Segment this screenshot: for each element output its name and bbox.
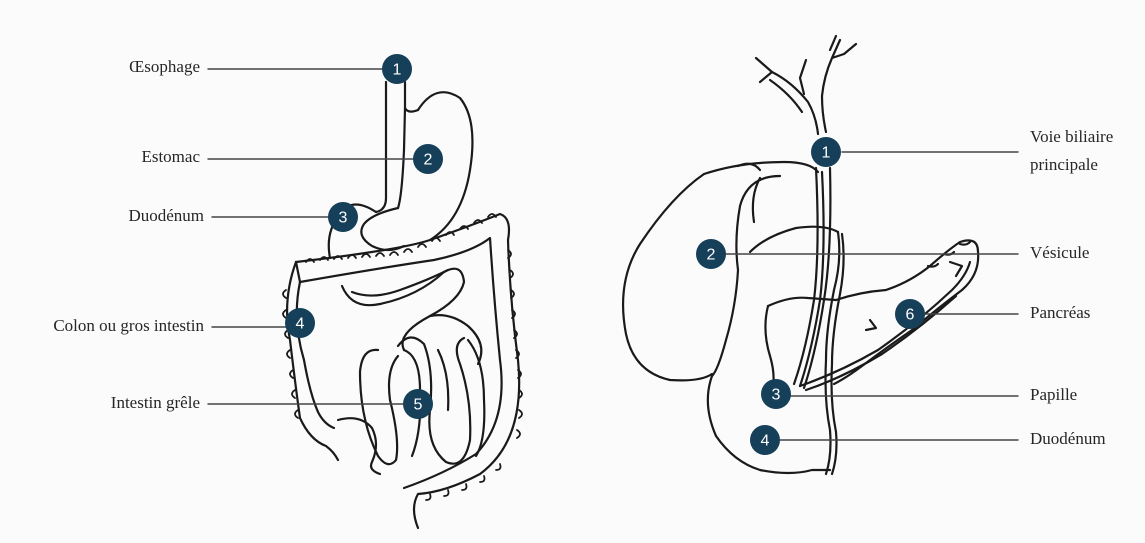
esophagus: [376, 82, 418, 212]
marker-colon: 4: [285, 308, 315, 338]
marker-esophagus-number: 1: [393, 62, 402, 79]
marker-colon-number: 4: [296, 316, 305, 333]
colon-haustra: [283, 214, 522, 500]
label-duodenum-right: Duodénum: [1030, 429, 1106, 449]
marker-bile-duct-number: 1: [822, 145, 831, 162]
marker-papilla-number: 3: [772, 387, 781, 404]
label-colon: Colon ou gros intestin: [53, 316, 204, 336]
label-pancreas: Pancréas: [1030, 303, 1090, 323]
label-bile-duct-line1: Voie biliaire: [1030, 127, 1113, 147]
common-bile-duct: [794, 168, 830, 388]
marker-duodenum: 3: [328, 202, 358, 232]
label-gallbladder: Vésicule: [1030, 243, 1089, 263]
label-esophagus: Œsophage: [129, 57, 200, 77]
marker-duodenum-number: 3: [339, 210, 348, 227]
label-small-intestine: Intestin grêle: [111, 393, 200, 413]
small-intestine: [338, 269, 484, 474]
liver-outline: [623, 162, 818, 380]
bile-duct-branches: [756, 36, 856, 134]
marker-duodenum-right: 4: [750, 425, 780, 455]
right-markers: 1 2 6 3 4: [696, 137, 925, 455]
marker-bile-duct: 1: [811, 137, 841, 167]
label-duodenum: Duodénum: [128, 206, 204, 226]
marker-small-intestine: 5: [403, 389, 433, 419]
label-bile-duct: Voie biliaire principale: [1030, 127, 1113, 175]
marker-stomach: 2: [413, 144, 443, 174]
marker-gallbladder-number: 2: [707, 247, 716, 264]
label-papilla: Papille: [1030, 385, 1077, 405]
marker-pancreas-number: 6: [906, 307, 915, 324]
label-stomach: Estomac: [141, 147, 200, 167]
marker-gallbladder: 2: [696, 239, 726, 269]
marker-esophagus: 1: [382, 54, 412, 84]
marker-pancreas: 6: [895, 299, 925, 329]
marker-stomach-number: 2: [424, 152, 433, 169]
label-bile-duct-line2: principale: [1030, 155, 1113, 175]
marker-duodenum-right-number: 4: [761, 433, 770, 450]
marker-small-intestine-number: 5: [414, 397, 423, 414]
marker-papilla: 3: [761, 379, 791, 409]
